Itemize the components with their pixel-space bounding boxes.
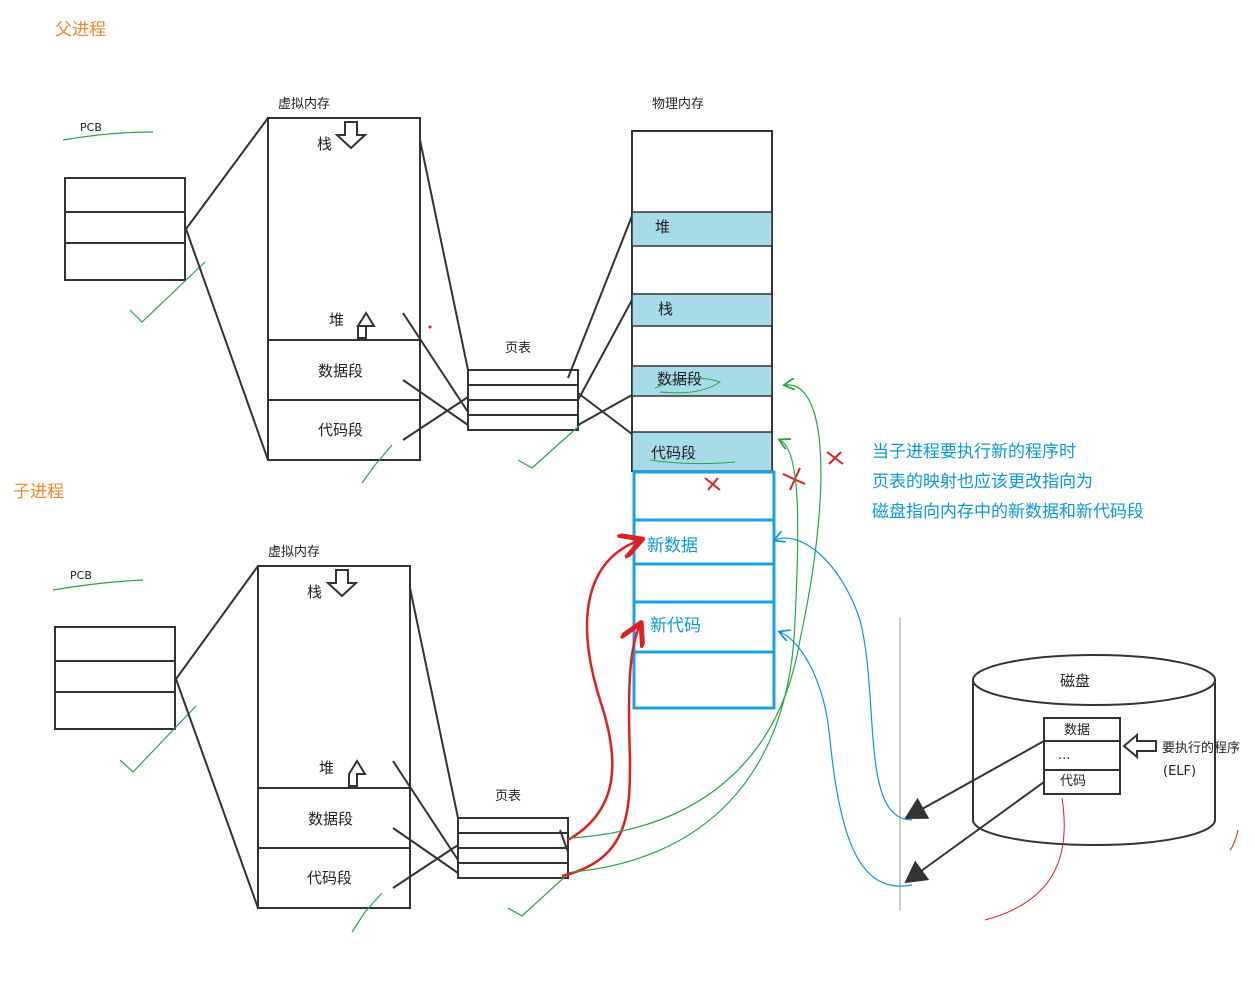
note-line-3: 磁盘指向内存中的新数据和新代码段 bbox=[872, 502, 1144, 522]
note-line-1: 当子进程要执行新的程序时 bbox=[872, 442, 1076, 462]
disk-code-label: 代码 bbox=[1060, 774, 1087, 789]
parent-code-seg-label: 代码段 bbox=[318, 421, 364, 439]
child-page-table-label: 页表 bbox=[495, 789, 522, 804]
child-virtual-memory bbox=[257, 565, 411, 909]
child-pcb-label: PCB bbox=[70, 569, 92, 582]
child-data-seg-label: 数据段 bbox=[308, 810, 354, 828]
blue-curve-new-code bbox=[780, 632, 913, 887]
parent-pagetable-check bbox=[517, 424, 581, 469]
parent-pcb-label: PCB bbox=[80, 121, 102, 134]
parent-title: 父进程 bbox=[55, 20, 106, 40]
child-pcb-check bbox=[119, 705, 197, 773]
child-pcb-underline bbox=[52, 579, 144, 591]
disk-red-scribble-2 bbox=[1229, 829, 1239, 851]
phys-data-seg-label: 数据段 bbox=[657, 370, 703, 388]
parent-code-check bbox=[361, 444, 393, 484]
disk-data-label: 数据 bbox=[1064, 723, 1091, 738]
phys-stack-block bbox=[631, 293, 773, 327]
parent-page-table-label: 页表 bbox=[505, 341, 532, 356]
child-title: 子进程 bbox=[13, 482, 64, 502]
parent-page-table bbox=[467, 369, 579, 431]
phys-stack-label: 栈 bbox=[658, 300, 674, 318]
physical-memory bbox=[631, 130, 776, 710]
child-stack-down-arrow-icon bbox=[325, 569, 359, 598]
green-curve-2 bbox=[571, 440, 799, 873]
disk-elf-label: (ELF) bbox=[1163, 764, 1197, 779]
parent-virtual-memory bbox=[267, 117, 421, 461]
phys-new-code-label: 新代码 bbox=[650, 616, 701, 636]
child-code-seg-label: 代码段 bbox=[307, 869, 353, 887]
phys-code-scribble bbox=[649, 459, 736, 465]
disk-label: 磁盘 bbox=[1060, 672, 1091, 690]
child-heap-label: 堆 bbox=[319, 759, 335, 777]
parent-heap-up-arrow-icon bbox=[356, 311, 376, 339]
disk-dots-label: ... bbox=[1058, 748, 1071, 763]
phys-new-data-label: 新数据 bbox=[647, 536, 698, 556]
child-vm-label: 虚拟内存 bbox=[268, 545, 321, 560]
elf-pointer-arrow-icon bbox=[1122, 732, 1157, 760]
phys-heap-label: 堆 bbox=[655, 218, 671, 236]
parent-pcb-underline bbox=[62, 131, 154, 141]
red-arrow-to-new-code bbox=[561, 625, 640, 878]
disk-red-scribble bbox=[984, 797, 1065, 921]
parent-stack-down-arrow-icon bbox=[334, 121, 368, 150]
phys-heap-block bbox=[631, 211, 773, 247]
parent-pcb bbox=[64, 177, 186, 281]
child-pagetable-check bbox=[507, 871, 571, 917]
parent-stack-label: 栈 bbox=[317, 135, 333, 153]
parent-pcb-check bbox=[129, 261, 206, 323]
child-stack-label: 栈 bbox=[307, 583, 323, 601]
blue-curve-new-data bbox=[775, 538, 913, 821]
phys-code-block bbox=[631, 431, 773, 472]
parent-data-seg-label: 数据段 bbox=[318, 362, 364, 380]
disk-elf-table bbox=[1043, 717, 1121, 795]
child-heap-up-arrow-icon bbox=[348, 759, 367, 787]
note-line-2: 页表的映射也应该更改指向为 bbox=[872, 472, 1093, 492]
child-pcb bbox=[54, 626, 176, 730]
phys-data-scribble bbox=[654, 377, 722, 394]
parent-heap-label: 堆 bbox=[329, 311, 345, 329]
phys-code-seg-label: 代码段 bbox=[651, 444, 697, 462]
child-page-table bbox=[457, 817, 569, 879]
child-code-check bbox=[351, 892, 383, 933]
green-curve-1 bbox=[569, 385, 822, 839]
physical-memory-label: 物理内存 bbox=[652, 97, 705, 112]
phys-data-block bbox=[631, 365, 773, 397]
disk-program-label: 要执行的程序 bbox=[1162, 741, 1241, 756]
red-arrow-to-new-data bbox=[567, 540, 640, 842]
parent-vm-label: 虚拟内存 bbox=[278, 97, 331, 112]
